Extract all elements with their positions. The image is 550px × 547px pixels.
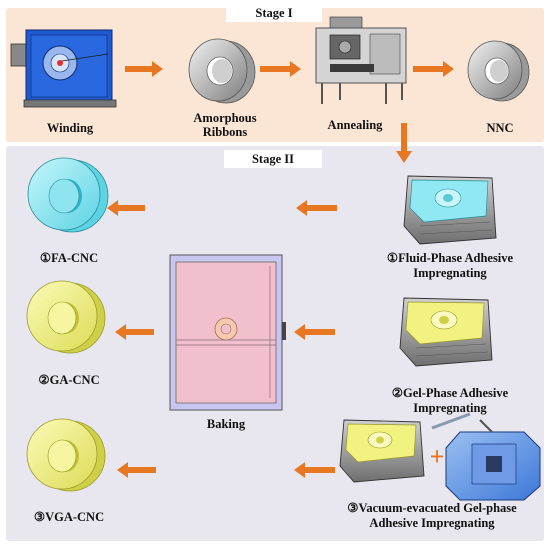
gel-process-label-line2: Impregnating (413, 401, 487, 415)
winding-machine-icon (10, 29, 117, 108)
arrow-winding-to-ribbons (125, 61, 163, 77)
plus-sign: + (429, 442, 445, 471)
stage1-title: Stage I (226, 4, 322, 22)
annealing-furnace-icon (315, 16, 407, 104)
vacuum-gel-tray-icon (339, 419, 425, 483)
fluid-process-label-line2: Impregnating (413, 266, 487, 280)
vga-cnc-ring-icon (26, 418, 106, 492)
ga-cnc-label: ②GA-CNC (38, 373, 100, 387)
baking-oven-icon (169, 254, 286, 411)
annealing-label: Annealing (327, 118, 383, 132)
fluid-phase-tray-icon (403, 175, 497, 245)
arrow-oven-to-ga (115, 324, 154, 340)
arrow-ribbons-to-annealing (260, 61, 301, 77)
gel-process-label-line1: ②Gel-Phase Adhesive (391, 386, 509, 400)
arrow-fluid-process-left (296, 200, 337, 216)
stage1-panel (6, 8, 544, 142)
vacuum-chamber-icon (431, 412, 541, 501)
nnc-ring-icon (467, 40, 530, 102)
arrow-annealing-to-nnc (413, 61, 454, 77)
arrow-gel-to-oven (294, 324, 335, 340)
winding-label: Winding (46, 121, 94, 135)
ribbons-label-line1: Amorphous (193, 111, 257, 125)
vga-cnc-label: ③VGA-CNC (33, 510, 105, 524)
ribbons-label-line2: Ribbons (202, 125, 248, 139)
arrow-fluid-to-fa (107, 200, 145, 216)
gel-phase-tray-icon (399, 297, 493, 367)
fluid-process-label-line1: ①Fluid-Phase Adhesive (386, 251, 514, 265)
arrow-to-vga (117, 462, 156, 478)
arrow-vacuum-left (294, 462, 335, 478)
arrow-stage1-to-stage2 (396, 123, 412, 163)
vacuum-process-label-line2: Adhesive Impregnating (369, 516, 495, 530)
fa-cnc-ring-icon (27, 157, 109, 233)
baking-label: Baking (206, 417, 246, 431)
fa-cnc-label: ①FA-CNC (39, 251, 99, 265)
vacuum-process-label-line1: ③Vacuum-evacuated Gel-phase (347, 501, 517, 515)
ga-cnc-ring-icon (26, 280, 106, 354)
nnc-label: NNC (486, 121, 514, 135)
stage2-title: Stage II (224, 150, 322, 168)
amorphous-ribbon-ring-icon (188, 38, 256, 104)
